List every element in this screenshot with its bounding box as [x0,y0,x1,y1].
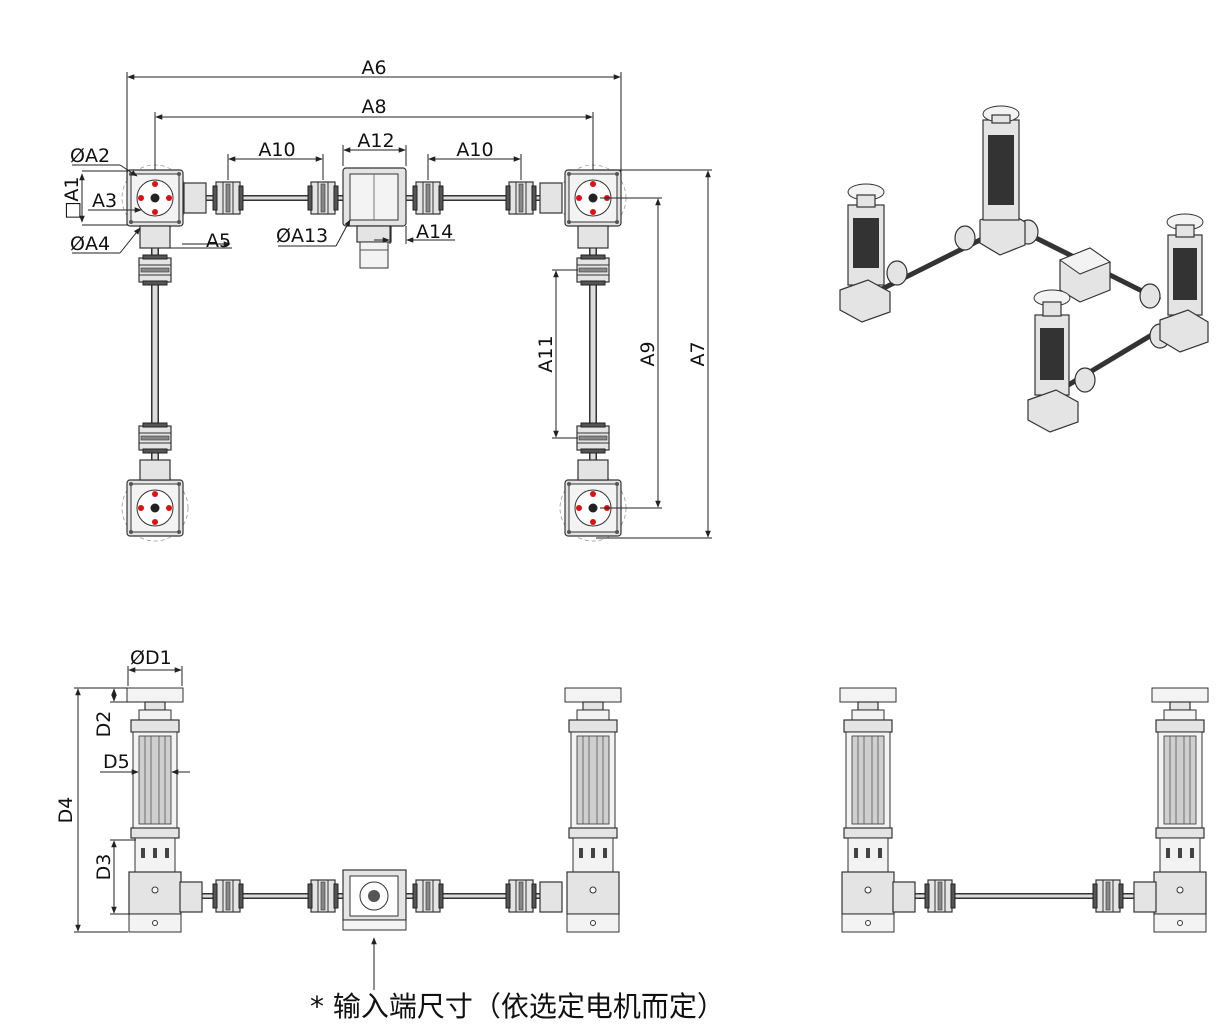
label-a10-right: A10 [456,139,493,161]
label-a1: □A1 [61,176,83,219]
coupling [576,422,610,454]
label-a13: ØA13 [276,225,328,247]
label-a14: A14 [416,221,453,243]
label-a9: A9 [637,341,659,366]
label-d2: D2 [93,711,115,738]
label-d5: D5 [103,751,130,773]
label-a11: A11 [535,335,557,372]
lift-column-side-left [839,687,897,933]
coupling [212,181,244,215]
coupling [138,422,172,454]
label-a8: A8 [361,96,386,118]
label-a7: A7 [687,341,709,366]
label-a5: A5 [206,230,231,252]
lift-column-right [564,687,622,933]
lift-column-left [126,687,184,933]
gearbox-bottom-left [121,474,189,542]
coupling [307,879,339,913]
coupling [505,181,537,215]
gearbox-top-left [121,164,189,232]
leader-a13 [335,219,351,247]
leader-a2 [119,164,138,177]
coupling [212,879,244,913]
center-gearbox-front [342,869,407,931]
coupling [924,879,956,913]
label-a6: A6 [361,57,386,79]
side-view [839,687,1209,933]
label-a2: ØA2 [70,145,110,167]
label-d1: ØD1 [130,647,172,669]
lift-column-side-right [1151,687,1209,933]
label-a3: A3 [92,190,117,212]
top-view: A6 A8 A10 A12 A10 ØA2 □A1 A3 ØA4 A5 ØA13… [61,57,712,542]
label-d4: D4 [55,797,77,824]
front-view: ØD1 D2 D5 D4 D3 * 输入端尺寸（依选定电机而定） [55,647,725,1023]
coupling [307,181,339,215]
input-note: * 输入端尺寸（依选定电机而定） [310,990,725,1023]
label-a12: A12 [357,130,394,152]
label-d3: D3 [93,854,115,881]
coupling [138,254,172,286]
label-a4: ØA4 [70,233,110,255]
leader-a4 [119,227,141,254]
coupling [412,181,444,215]
label-a10-left: A10 [258,139,295,161]
isometric-view [839,105,1209,433]
coupling [576,254,610,286]
coupling [1092,879,1124,913]
coupling [412,879,444,913]
coupling [505,879,537,913]
center-gearbox [342,167,407,269]
